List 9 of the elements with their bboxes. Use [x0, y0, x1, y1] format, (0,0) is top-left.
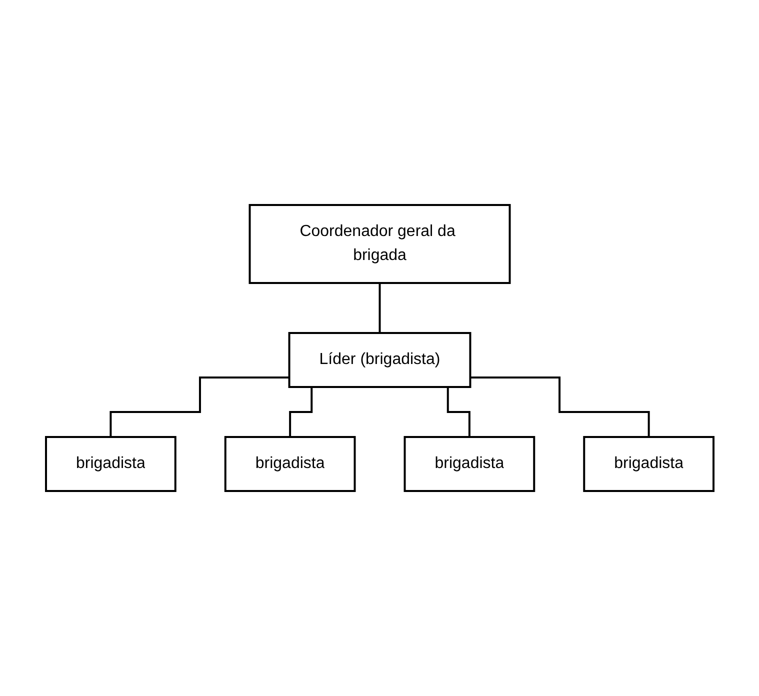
node-box: Coordenador geral da brigada — [248, 204, 510, 284]
node-box: Líder (brigadista) — [288, 332, 471, 388]
node-box: brigadista — [404, 436, 535, 492]
node-box: brigadista — [44, 436, 176, 492]
node-box: brigadista — [582, 436, 714, 492]
connector — [109, 376, 290, 438]
connector — [470, 376, 650, 438]
connector — [378, 282, 380, 334]
node-box: brigadista — [224, 436, 356, 492]
